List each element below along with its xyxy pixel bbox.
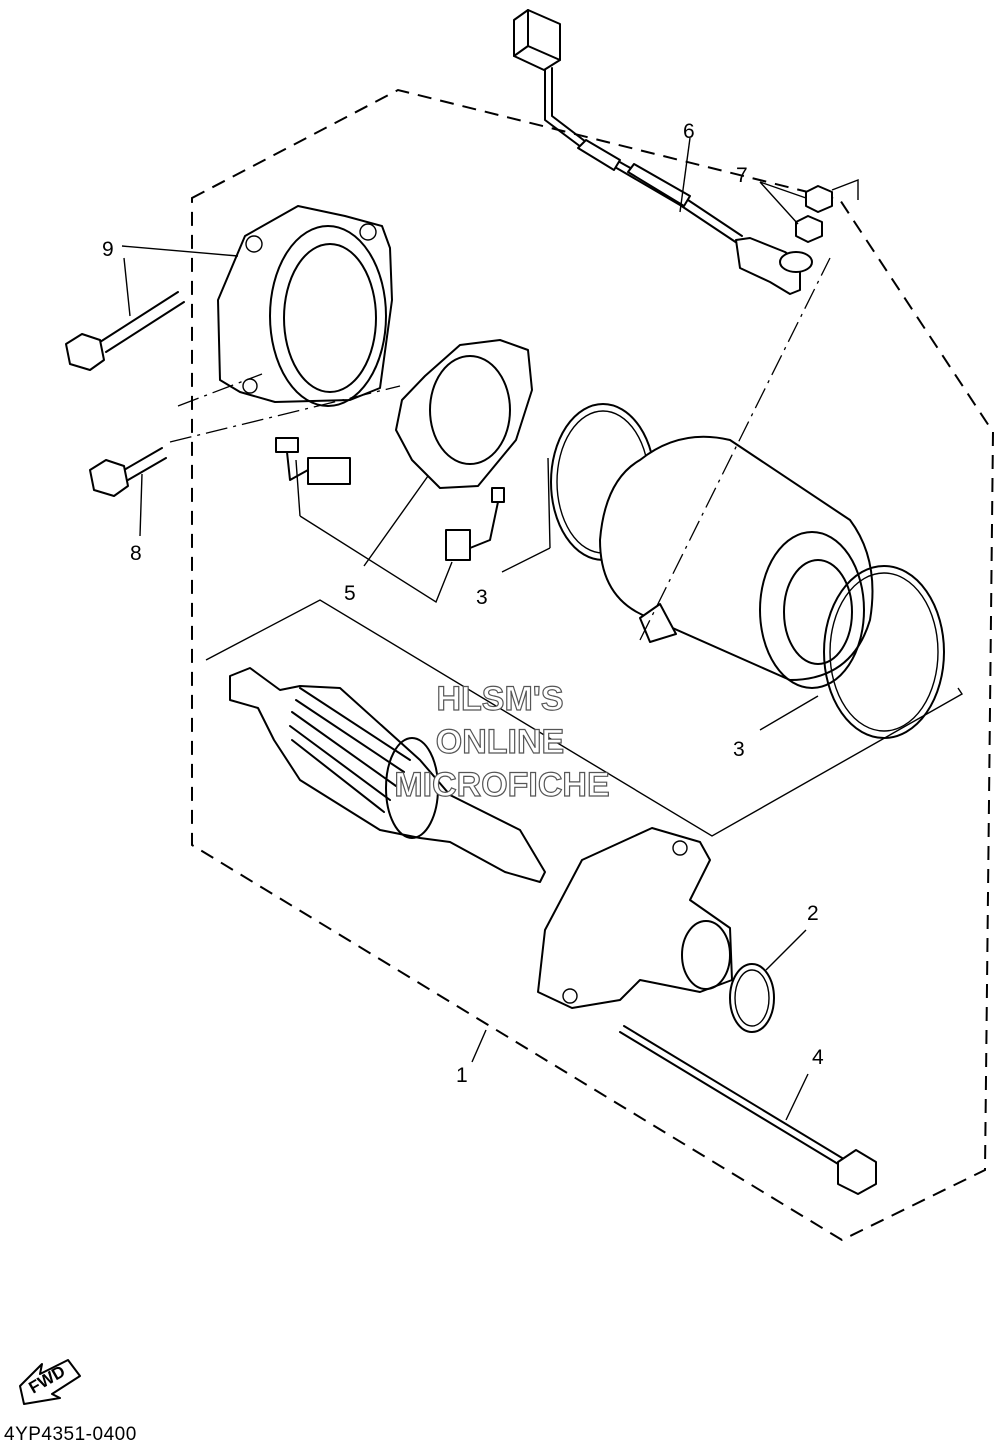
armature: [229, 667, 546, 883]
callout-3-front: 3: [733, 738, 745, 761]
yoke: [599, 435, 874, 689]
front-cover: [537, 827, 733, 1009]
through-bolt: [619, 1025, 877, 1195]
callout-5: 5: [344, 582, 356, 605]
callout-1: 1: [456, 1064, 468, 1087]
leader-lines: [121, 137, 963, 1121]
watermark: HLSM'S ONLINE MICROFICHE: [394, 679, 611, 804]
nuts: [795, 185, 833, 243]
lead-wire: [513, 9, 813, 295]
bolt-lower: [89, 447, 167, 497]
callout-9: 9: [102, 238, 114, 261]
callout-8: 8: [130, 542, 142, 565]
rear-cover: [217, 205, 393, 407]
brush-set: [275, 437, 505, 561]
watermark-line-2: ONLINE: [436, 723, 564, 761]
brush-holder-plate: [395, 339, 533, 489]
diagram-code: 4YP4351-0400: [4, 1424, 137, 1445]
assembly-boundary: [191, 88, 995, 1242]
callout-2: 2: [807, 902, 819, 925]
watermark-line-3: MICROFICHE: [394, 766, 609, 804]
callout-4: 4: [812, 1046, 824, 1069]
o-ring-small: [729, 963, 775, 1033]
callout-3-rear: 3: [476, 586, 488, 609]
callout-6: 6: [683, 120, 695, 143]
fwd-arrow-icon: FWD: [19, 1359, 81, 1405]
centerline-upper: [169, 373, 401, 443]
watermark-line-1: HLSM'S: [436, 680, 563, 718]
centerline-main: [639, 257, 831, 641]
bolt-upper: [65, 291, 185, 371]
callout-7: 7: [736, 164, 748, 187]
